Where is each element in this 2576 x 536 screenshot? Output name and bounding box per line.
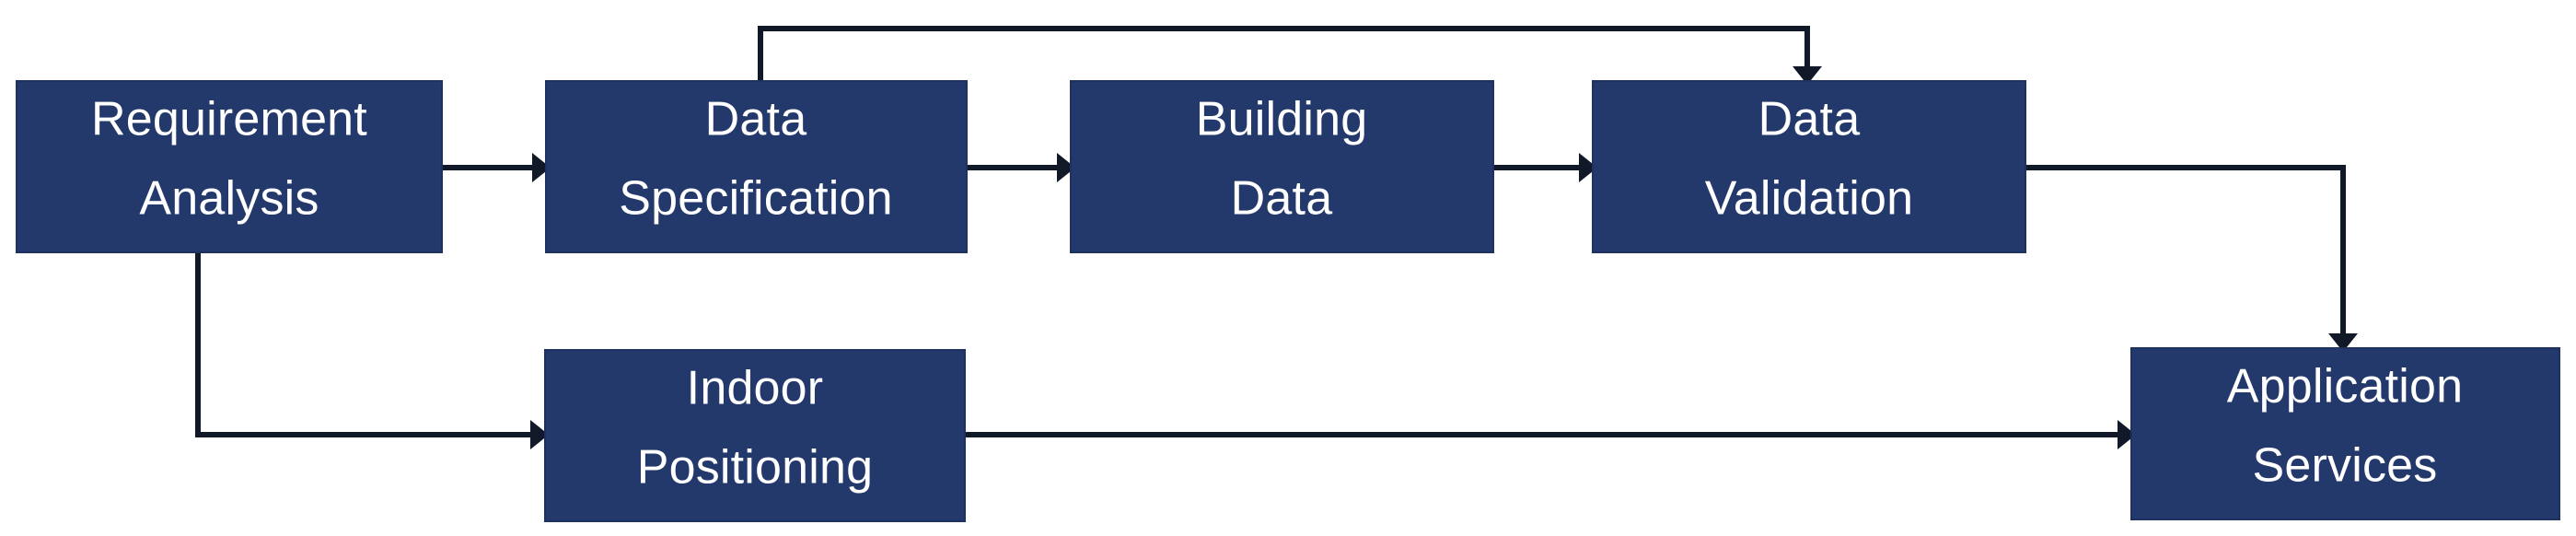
node-data-specification[interactable]: Data Specification xyxy=(545,80,968,253)
arrowhead-right xyxy=(532,153,551,182)
node-label-line1: Application xyxy=(2227,360,2464,414)
edge-line xyxy=(195,252,530,437)
node-label-line2: Specification xyxy=(619,172,892,226)
edge-specification-to-building xyxy=(967,153,1075,182)
node-label-line2: Validation xyxy=(1705,172,1914,226)
node-label-line1: Building xyxy=(1196,93,1368,146)
edges-layer xyxy=(195,26,2358,449)
node-box[interactable] xyxy=(545,80,968,253)
arrowhead-down xyxy=(2328,333,2358,352)
edge-requirement-to-specification xyxy=(442,153,551,182)
node-label-line1: Requirement xyxy=(91,93,367,146)
node-box[interactable] xyxy=(16,80,443,253)
node-label-line1: Data xyxy=(705,93,807,146)
node-data-validation[interactable]: Data Validation xyxy=(1592,80,2026,253)
node-box[interactable] xyxy=(544,349,966,522)
arrowhead-right xyxy=(530,420,549,449)
nodes-layer: Requirement Analysis Data Specification … xyxy=(16,80,2560,522)
node-box[interactable] xyxy=(1592,80,2026,253)
node-label-line2: Data xyxy=(1231,172,1333,226)
node-requirement-analysis[interactable]: Requirement Analysis xyxy=(16,80,443,253)
node-label-line2: Services xyxy=(2253,439,2438,493)
edge-validation-to-application xyxy=(2025,165,2358,352)
node-label-line2: Positioning xyxy=(637,441,874,495)
arrowhead-right xyxy=(2118,420,2136,449)
node-box[interactable] xyxy=(2130,347,2560,520)
edge-building-to-validation xyxy=(1493,153,1597,182)
edge-indoor-to-application xyxy=(965,420,2136,449)
edge-requirement-to-indoor xyxy=(195,252,549,449)
node-label-line1: Data xyxy=(1758,93,1861,146)
node-building-data[interactable]: Building Data xyxy=(1070,80,1494,253)
node-application-services[interactable]: Application Services xyxy=(2130,347,2560,520)
node-label-line2: Analysis xyxy=(139,172,319,226)
edge-line xyxy=(2025,165,2346,333)
node-indoor-positioning[interactable]: Indoor Positioning xyxy=(544,349,966,522)
node-box[interactable] xyxy=(1070,80,1494,253)
edge-specification-feedback-to-validation xyxy=(758,26,1822,85)
arrowhead-right xyxy=(1057,153,1075,182)
edge-line xyxy=(758,26,1810,81)
arrowhead-down xyxy=(1793,66,1822,85)
arrowhead-right xyxy=(1579,153,1597,182)
node-label-line1: Indoor xyxy=(687,362,824,415)
